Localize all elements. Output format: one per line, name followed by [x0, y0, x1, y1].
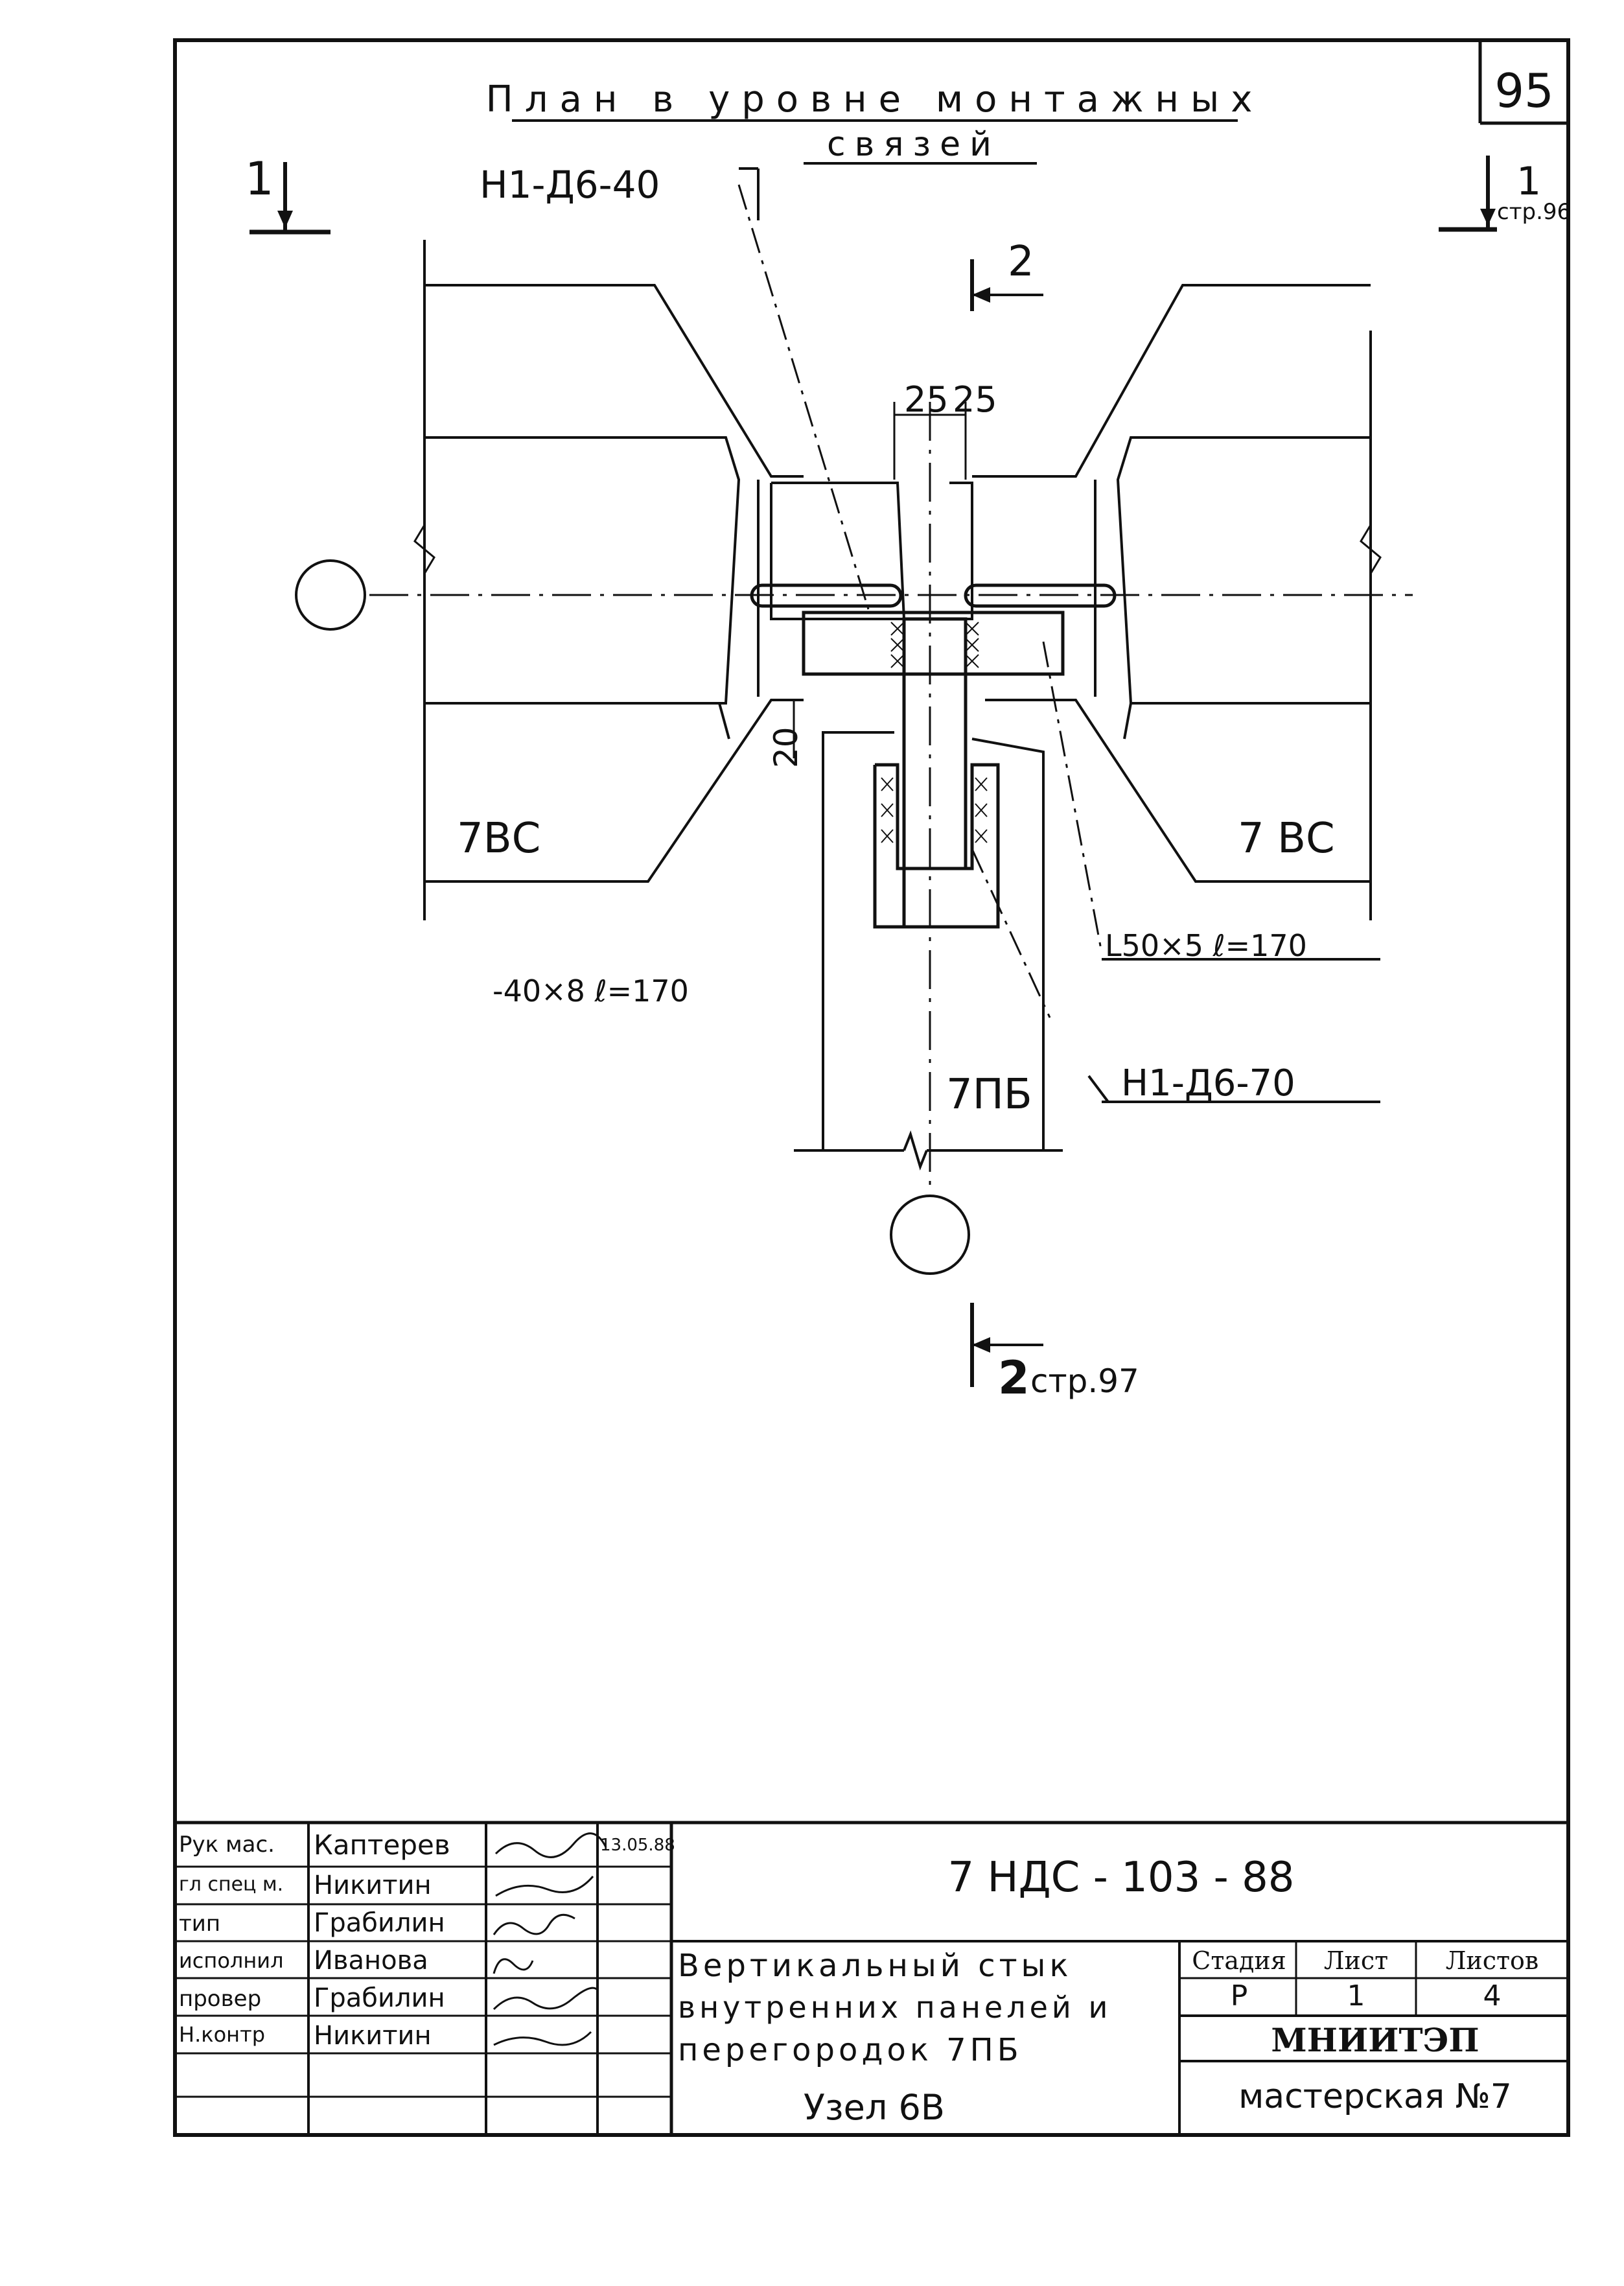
- drawing-title-line1: План в уровне монтажных: [486, 78, 1264, 121]
- svg-text:стр.97: стр.97: [1030, 1362, 1139, 1400]
- label-h1-d6-70: Н1-Д6-70: [1121, 1062, 1295, 1104]
- sheets-header: Листов: [1445, 1946, 1539, 1975]
- document-code: 7 НДС - 103 - 88: [947, 1854, 1295, 1902]
- tb-date-0: 13.05.88: [600, 1836, 675, 1855]
- weld-hatch-top: [890, 622, 979, 668]
- tb-name-0: Каптерев: [314, 1829, 450, 1861]
- section-mark-2-bottom: 2 стр.97: [970, 1303, 1139, 1405]
- joint-inner-blocks: [770, 482, 973, 620]
- drawing-title-line2: связей: [827, 125, 1001, 164]
- tb-role-1: гл спец м.: [179, 1873, 284, 1896]
- tb-name-2: Грабилин: [314, 1908, 445, 1938]
- signatures: [493, 1832, 607, 2046]
- title-block-frame: [175, 1821, 1568, 2135]
- label-panel-7vs-right: 7 ВС: [1238, 815, 1335, 863]
- dimension-20: 20: [767, 700, 805, 768]
- angle-profile: [873, 763, 1000, 929]
- leader-lines: [737, 184, 1103, 1018]
- label-plate-40x8: -40×8 ℓ=170: [493, 974, 689, 1009]
- break-mark-right: [1360, 524, 1382, 574]
- label-h1-d6-40: Н1-Д6-40: [480, 163, 660, 207]
- embedded-plate: [802, 611, 1065, 676]
- dim-25-left: 25: [904, 379, 949, 420]
- tb-name-4: Грабилин: [314, 1983, 445, 2013]
- panel-7vs-right: [972, 284, 1372, 920]
- description-line3: перегородок 7ПБ: [678, 2032, 1023, 2068]
- description-line2: внутренних панелей и: [678, 1990, 1112, 2025]
- svg-text:2: 2: [998, 1351, 1030, 1405]
- workshop: мастерская №7: [1238, 2077, 1512, 2116]
- label-partition-7pb: 7ПБ: [946, 1071, 1032, 1119]
- axis-bubble-horizontal: [295, 559, 366, 631]
- section-mark-2-top: 2: [970, 238, 1043, 311]
- organization: МНИИТЭП: [1271, 2021, 1479, 2059]
- section-mark-1-left: 1: [245, 152, 331, 235]
- description-line1: Вертикальный стык: [678, 1948, 1073, 1984]
- tb-name-5: Никитин: [314, 2021, 432, 2051]
- tb-name-3: Иванова: [314, 1946, 428, 1976]
- dim-25-right: 25: [953, 379, 997, 420]
- svg-text:20: 20: [767, 727, 805, 768]
- rebar-loops: [750, 583, 1117, 608]
- sheets-value: 4: [1483, 1979, 1502, 2012]
- partition-7pb: [794, 731, 1063, 1171]
- tb-name-1: Никитин: [314, 1871, 432, 1900]
- page-number: 95: [1494, 64, 1554, 118]
- weld-hatch-partition: [881, 777, 988, 843]
- svg-text:2: 2: [1008, 238, 1034, 286]
- stage-header: Стадия: [1192, 1946, 1286, 1975]
- panel-7vs-left: [423, 240, 804, 920]
- section-mark-1-right: 1 стр.96: [1439, 156, 1571, 232]
- description-line4: Узел 6В: [804, 2087, 945, 2128]
- svg-text:1: 1: [1516, 159, 1541, 204]
- tb-role-2: тип: [179, 1911, 221, 1937]
- break-mark-left: [413, 524, 435, 574]
- tb-role-3: исполнил: [179, 1948, 284, 1973]
- sheet-header: Лист: [1323, 1946, 1389, 1975]
- stage-value: Р: [1230, 1979, 1248, 2012]
- axis-bubble-vertical: [890, 1195, 970, 1275]
- tb-role-0: Рук мас.: [179, 1832, 275, 1858]
- tb-role-4: провер: [179, 1986, 262, 2012]
- label-angle-50x5: L50×5 ℓ=170: [1105, 928, 1307, 963]
- label-panel-7vs-left: 7ВС: [457, 815, 540, 863]
- svg-text:стр.96: стр.96: [1497, 199, 1571, 225]
- vertical-plate: [902, 617, 968, 870]
- sheet-frame: [173, 38, 1570, 2137]
- svg-text:1: 1: [245, 152, 274, 205]
- sheet-value: 1: [1347, 1979, 1365, 2012]
- tb-role-5: Н.контр: [179, 2022, 266, 2047]
- axis-lines: [369, 402, 1413, 1186]
- dimension-25-25: 25 25: [893, 379, 997, 480]
